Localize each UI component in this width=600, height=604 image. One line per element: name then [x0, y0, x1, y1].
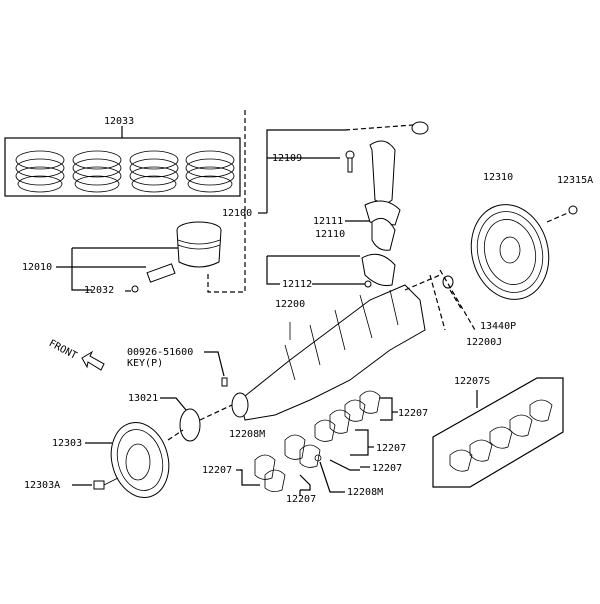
- label-12207-e[interactable]: 12207: [286, 494, 317, 505]
- label-12032[interactable]: 12032: [84, 285, 115, 296]
- label-12207S[interactable]: 12207S: [454, 376, 491, 387]
- label-key-part-number[interactable]: 00926-51600: [127, 347, 194, 358]
- label-12315A[interactable]: 12315A: [557, 175, 594, 186]
- label-12303[interactable]: 12303: [52, 438, 83, 449]
- label-12208M-b[interactable]: 12208M: [347, 487, 384, 498]
- main-bearings-drawing: [236, 390, 398, 496]
- label-key-note: KEY(P): [127, 358, 164, 369]
- label-13021[interactable]: 13021: [128, 393, 159, 404]
- label-12207-d[interactable]: 12207: [202, 465, 233, 476]
- label-12207-b[interactable]: 12207: [376, 443, 407, 454]
- flywheel-drawing: [442, 204, 578, 311]
- label-12207-a[interactable]: 12207: [398, 408, 429, 419]
- connecting-rod-drawing: [345, 121, 429, 288]
- key-drawing: [221, 377, 228, 387]
- label-12109[interactable]: 12109: [272, 153, 303, 164]
- piston-ring-set-drawing: [4, 126, 241, 197]
- label-12100[interactable]: 12100: [222, 208, 253, 219]
- bearing-set-drawing: [432, 377, 564, 488]
- label-12110[interactable]: 12110: [315, 229, 346, 240]
- label-12112[interactable]: 12112: [282, 279, 313, 290]
- label-13440P[interactable]: 13440P: [480, 321, 517, 332]
- conrod-leaders: [258, 124, 414, 285]
- label-12200[interactable]: 12200: [275, 299, 306, 310]
- pulley-drawing: [72, 422, 184, 498]
- label-12208M[interactable]: 12208M: [229, 429, 266, 440]
- label-12111[interactable]: 12111: [313, 216, 344, 227]
- front-arrow-icon: [81, 350, 105, 371]
- label-12200J[interactable]: 12200J: [466, 337, 503, 348]
- label-12207-c[interactable]: 12207: [372, 463, 403, 474]
- piston-drawing: [56, 221, 222, 293]
- label-12310[interactable]: 12310: [483, 172, 514, 183]
- sprocket-drawing: [160, 397, 233, 442]
- label-12303A[interactable]: 12303A: [24, 480, 61, 491]
- crankshaft-drawing: [231, 269, 476, 421]
- label-12010[interactable]: 12010: [22, 262, 53, 273]
- label-12033[interactable]: 12033: [104, 116, 135, 127]
